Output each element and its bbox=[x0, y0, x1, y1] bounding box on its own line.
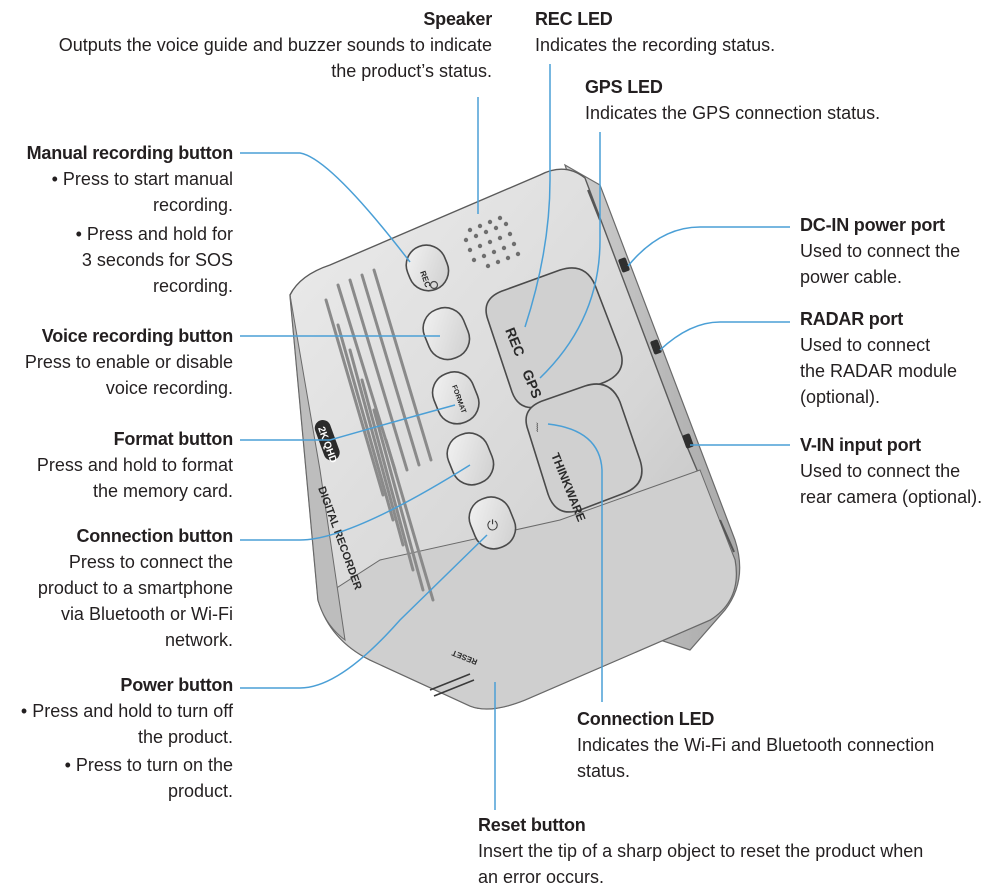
callout-v-in: V-IN input port Used to connect the rear… bbox=[800, 432, 1000, 510]
callout-desc-line: an error occurs. bbox=[478, 867, 605, 887]
callout-desc-line: recording. bbox=[152, 276, 233, 296]
callout-connection-button: Connection button Press to connect the p… bbox=[4, 523, 233, 653]
button-format bbox=[431, 371, 480, 425]
power-glyph-icon: ⏻ bbox=[487, 517, 498, 533]
button-rec bbox=[405, 244, 450, 292]
callout-desc-line: rear camera (optional). bbox=[800, 487, 983, 507]
callout-title: RADAR port bbox=[800, 309, 903, 329]
leader-connection-led bbox=[547, 423, 603, 702]
leader-connection bbox=[240, 464, 471, 541]
callout-title: Speaker bbox=[423, 9, 492, 29]
leader-gps-led bbox=[539, 132, 601, 379]
speaker-grille bbox=[463, 215, 521, 269]
callout-desc-line: recording. bbox=[152, 195, 233, 215]
brand-panel bbox=[525, 383, 643, 513]
right-side-ridges bbox=[587, 189, 735, 553]
callout-format: Format button Press and hold to format t… bbox=[4, 426, 233, 504]
callout-desc-line: via Bluetooth or Wi-Fi bbox=[60, 604, 233, 624]
reset-slot bbox=[429, 673, 475, 697]
callout-speaker: Speaker Outputs the voice guide and buzz… bbox=[22, 6, 492, 84]
callout-desc-line: product. bbox=[167, 781, 233, 801]
callout-desc-line: Indicates the GPS connection status. bbox=[585, 103, 881, 123]
callout-title: V-IN input port bbox=[800, 435, 921, 455]
callout-manual-recording: Manual recording button • Press to start… bbox=[4, 140, 234, 299]
callout-desc-line: the memory card. bbox=[92, 481, 233, 501]
callout-title: Voice recording button bbox=[41, 326, 233, 346]
leader-power bbox=[240, 534, 488, 689]
callout-title: Reset button bbox=[478, 815, 586, 835]
callout-desc-line: product to a smartphone bbox=[37, 578, 233, 598]
button-power bbox=[468, 496, 517, 550]
callout-power: Power button • Press and hold to turn of… bbox=[4, 672, 233, 804]
callout-desc-line: • Press and hold to turn off bbox=[20, 701, 233, 721]
device-front-panel bbox=[317, 469, 737, 710]
callout-title: Power button bbox=[120, 675, 233, 695]
leader-dc-in bbox=[627, 226, 790, 267]
callout-desc-line: voice recording. bbox=[105, 378, 233, 398]
callout-desc-line: power cable. bbox=[800, 267, 903, 287]
vent-slats bbox=[324, 268, 435, 602]
callout-desc-line: Press and hold to format bbox=[36, 455, 233, 475]
callout-voice-recording: Voice recording button Press to enable o… bbox=[4, 323, 233, 401]
leader-manual bbox=[240, 152, 411, 263]
callout-radar: RADAR port Used to connect the RADAR mod… bbox=[800, 306, 1000, 410]
callout-desc-line: network. bbox=[164, 630, 233, 650]
callout-reset: Reset button Insert the tip of a sharp o… bbox=[478, 812, 993, 890]
leader-rec-led bbox=[524, 64, 551, 328]
callout-title: REC LED bbox=[535, 9, 613, 29]
callout-desc-line: • Press and hold for bbox=[75, 224, 233, 244]
callout-title: Connection button bbox=[76, 526, 233, 546]
callout-title: Manual recording button bbox=[26, 143, 234, 163]
leader-radar bbox=[659, 321, 790, 351]
callout-desc-line: Outputs the voice guide and buzzer sound… bbox=[58, 35, 492, 55]
callout-title: GPS LED bbox=[585, 77, 663, 97]
led-panel bbox=[485, 267, 623, 409]
callout-desc-line: Insert the tip of a sharp object to rese… bbox=[478, 841, 924, 861]
callout-desc-line: the product. bbox=[137, 727, 233, 747]
callout-desc-line: • Press to turn on the bbox=[64, 755, 233, 775]
callout-desc-line: • Press to start manual bbox=[51, 169, 233, 189]
callout-desc-line: the product’s status. bbox=[331, 61, 492, 81]
callout-desc-line: 3 seconds for SOS bbox=[81, 250, 233, 270]
wifi-led-icon: ⦚ bbox=[536, 421, 539, 435]
callout-desc-line: (optional). bbox=[800, 387, 881, 407]
callout-desc-line: Used to connect bbox=[800, 335, 931, 355]
callout-dc-in: DC-IN power port Used to connect the pow… bbox=[800, 212, 1000, 290]
callout-title: Format button bbox=[113, 429, 234, 449]
leader-lines bbox=[240, 64, 790, 810]
callout-desc-line: Press to connect the bbox=[68, 552, 233, 572]
callout-desc-line: Indicates the Wi-Fi and Bluetooth connec… bbox=[577, 735, 935, 755]
leader-format bbox=[240, 404, 456, 441]
callout-desc-line: the RADAR module bbox=[800, 361, 958, 381]
callout-desc-line: status. bbox=[577, 761, 631, 781]
callout-gps-led: GPS LED Indicates the GPS connection sta… bbox=[585, 74, 915, 126]
callout-connection-led: Connection LED Indicates the Wi-Fi and B… bbox=[577, 706, 987, 784]
callout-desc-line: Press to enable or disable bbox=[24, 352, 233, 372]
callout-desc-line: Used to connect the bbox=[800, 461, 961, 481]
callout-rec-led: REC LED Indicates the recording status. bbox=[535, 6, 835, 58]
device-left-side bbox=[289, 294, 346, 642]
button-voice bbox=[422, 306, 471, 361]
callout-desc-line: Indicates the recording status. bbox=[535, 35, 776, 55]
callout-desc-line: Used to connect the bbox=[800, 241, 961, 261]
rec-dot-icon bbox=[429, 280, 439, 290]
callout-title: Connection LED bbox=[577, 709, 715, 729]
callout-title: DC-IN power port bbox=[800, 215, 945, 235]
